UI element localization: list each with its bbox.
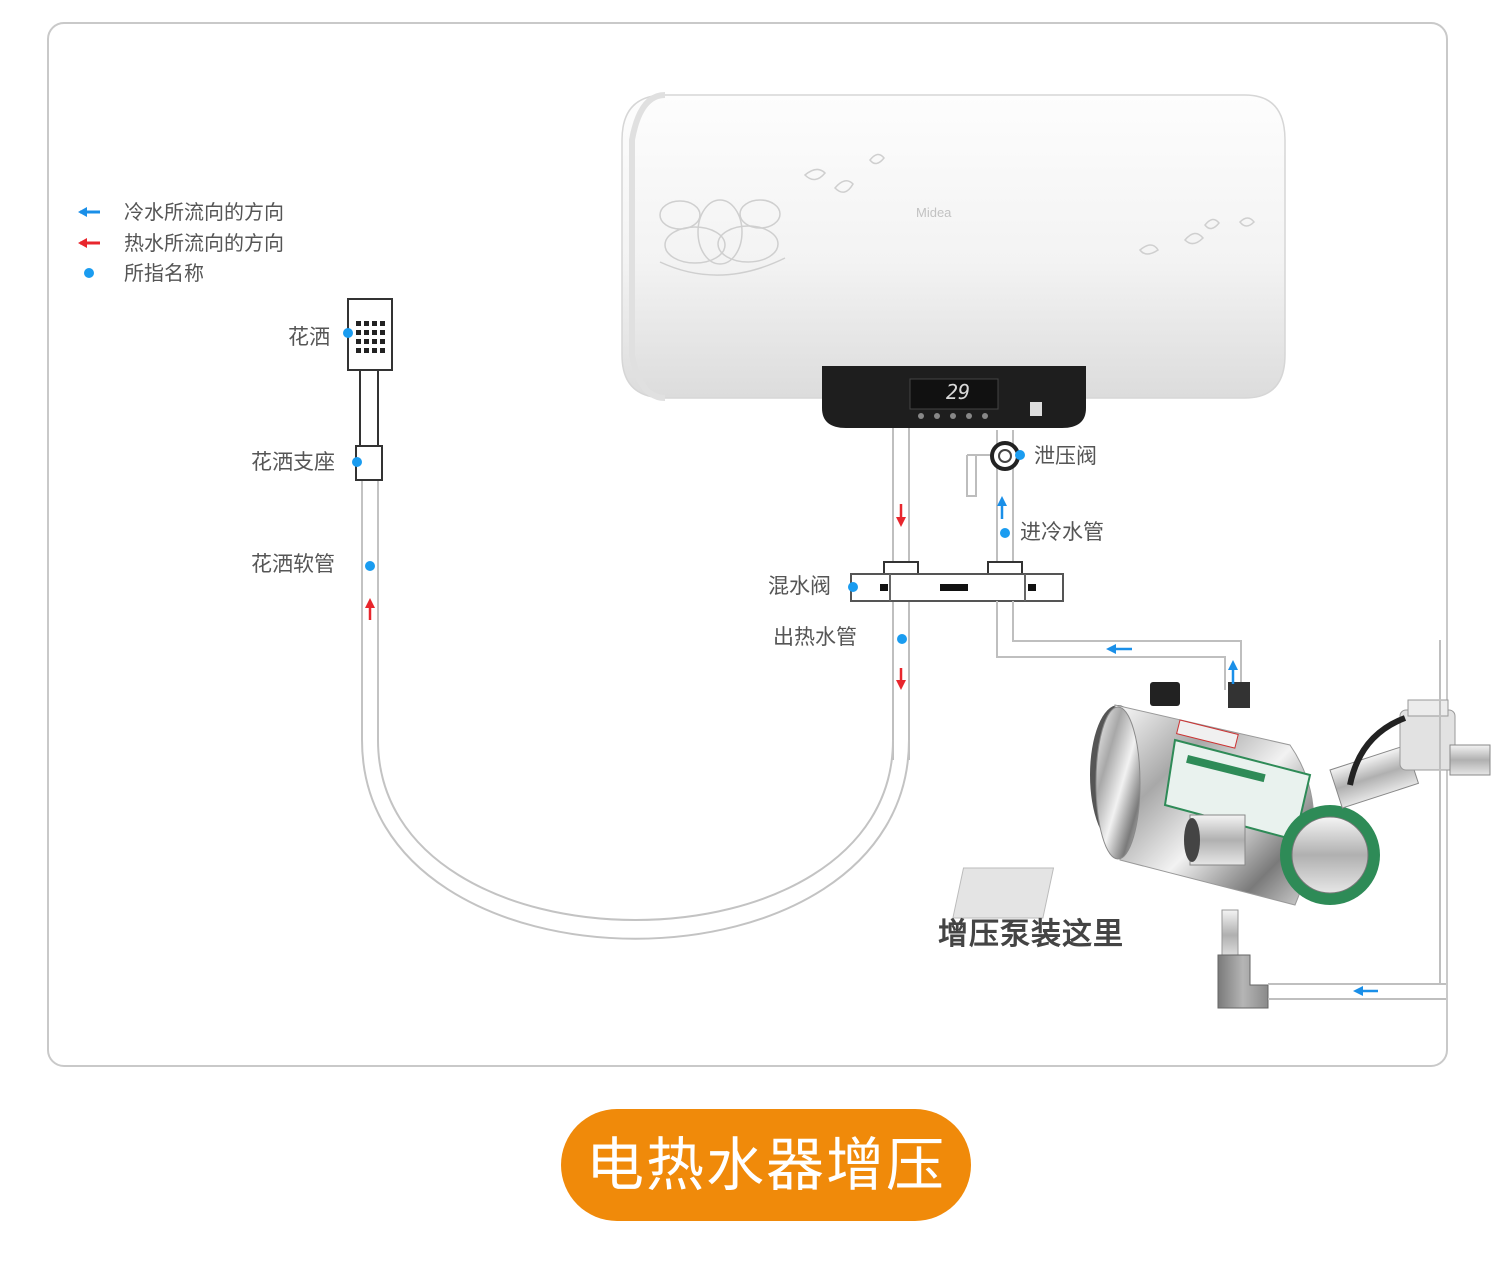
hot-outlet-pipe [892,428,910,760]
relief-valve-icon [966,441,1020,497]
hot-flow-arrow-icon [896,504,906,527]
legend-dot-icon [84,268,94,278]
hot-outlet-label: 出热水管 [773,625,857,649]
lotus-decoration-icon [659,153,1255,276]
hot-flow-arrow-icon [896,668,906,690]
diagram-frame [47,22,1448,1067]
page-title: 电热水器增压 [585,1131,946,1199]
cold-flow-arrow-icon [1106,644,1132,654]
title-banner: 电热水器增压 [561,1109,971,1221]
hot-flow-arrow-icon [365,598,375,620]
marker-dot-shower-holder [352,457,362,467]
shower-holder-label: 花洒支座 [251,450,335,474]
marker-dot-relief-valve [1015,450,1025,460]
marker-dot-cold-inlet [1000,528,1010,538]
shower-hose [361,478,910,940]
shower-hose-label: 花洒软管 [251,552,335,576]
legend-hot-label: 热水所流向的方向 [124,231,284,255]
pump-to-valve-pipe [996,601,1242,690]
legend-cold-arrow-icon [78,207,100,217]
heater-brand-logo: Midea [916,205,952,220]
shower-head-icon [347,298,393,449]
marker-dot-mixing-valve [848,582,858,592]
mixing-valve-icon [850,561,1064,602]
marker-dot-shower-head [343,328,353,338]
elbow-fitting-icon [1217,954,1269,1009]
mixing-valve-label: 混水阀 [768,574,831,598]
pump-location-label: 增压泵装这里 [938,917,1124,952]
booster-pump-icon [952,682,1491,961]
cold-flow-arrow-icon [1228,660,1238,684]
water-heater-icon [621,92,1286,428]
legend-hot-arrow-icon [78,238,100,248]
cold-inlet-label: 进冷水管 [1020,520,1104,544]
legend-cold-label: 冷水所流向的方向 [124,200,284,224]
relief-valve-label: 泄压阀 [1034,444,1097,468]
heater-display-value: 29 [945,380,971,404]
main-inlet-pipe [1268,640,1446,1000]
legend-name-label: 所指名称 [124,261,204,285]
marker-dot-hot-outlet [897,634,907,644]
cold-flow-arrow-icon [997,496,1007,519]
marker-dot-shower-hose [365,561,375,571]
shower-head-label: 花洒 [288,325,330,349]
cold-flow-arrow-icon [1353,986,1378,996]
